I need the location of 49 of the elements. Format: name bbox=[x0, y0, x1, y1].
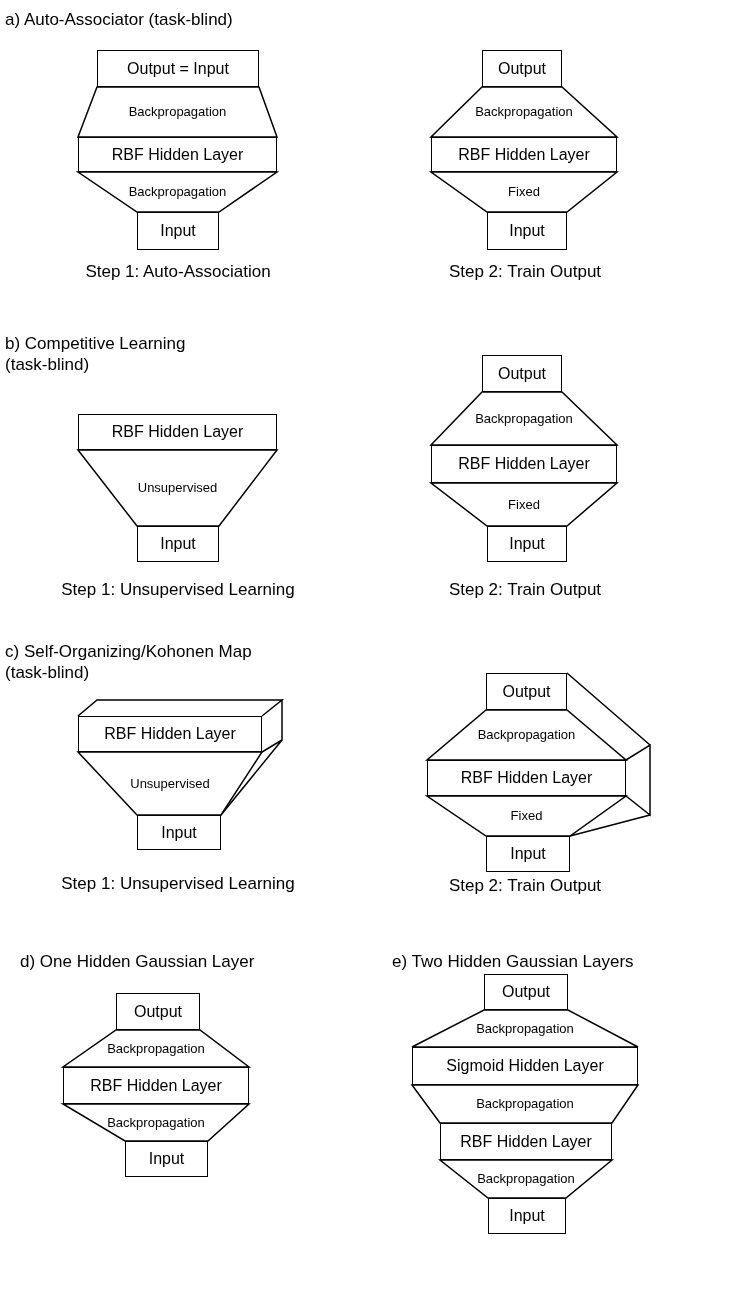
layer-box: Input bbox=[488, 1198, 566, 1234]
layer-box: RBF Hidden Layer bbox=[431, 445, 617, 483]
layer-box: RBF Hidden Layer bbox=[78, 716, 262, 752]
layer-box: Input bbox=[486, 836, 570, 872]
layer-box: Input bbox=[137, 526, 219, 562]
training-method-label: Backpropagation bbox=[106, 1040, 206, 1056]
layer-box: RBF Hidden Layer bbox=[427, 760, 626, 796]
layer-box: Input bbox=[487, 212, 567, 250]
layer-box: RBF Hidden Layer bbox=[440, 1123, 612, 1160]
section-heading: d) One Hidden Gaussian Layer bbox=[20, 951, 255, 972]
training-method-label: Backpropagation bbox=[476, 1171, 576, 1186]
step-caption: Step 1: Unsupervised Learning bbox=[60, 873, 296, 894]
training-method-label: Backpropagation bbox=[106, 1114, 206, 1130]
layer-box: Input bbox=[487, 526, 567, 562]
section-heading: b) Competitive Learning (task-blind) bbox=[5, 333, 187, 375]
layer-box: RBF Hidden Layer bbox=[78, 137, 277, 172]
step-caption: Step 1: Auto-Association bbox=[84, 261, 272, 282]
layer-box: Sigmoid Hidden Layer bbox=[412, 1047, 638, 1085]
step-caption: Step 2: Train Output bbox=[447, 261, 603, 282]
training-method-label: Unsupervised bbox=[136, 480, 219, 495]
layer-box: RBF Hidden Layer bbox=[431, 137, 617, 172]
layer-box: Output bbox=[482, 355, 562, 392]
training-method-label: Backpropagation bbox=[474, 410, 574, 426]
section-heading: c) Self-Organizing/Kohonen Map (task-blind) bbox=[5, 641, 253, 683]
layer-box: Output bbox=[116, 993, 200, 1030]
training-method-label: Backpropagation bbox=[474, 104, 574, 119]
step-caption: Step 2: Train Output bbox=[447, 875, 603, 896]
step-caption: Step 2: Train Output bbox=[447, 579, 603, 600]
section-heading: a) Auto-Associator (task-blind) bbox=[5, 9, 233, 30]
training-method-label: Backpropagation bbox=[476, 727, 577, 742]
layer-box: Input bbox=[125, 1141, 208, 1177]
step-caption: Step 1: Unsupervised Learning bbox=[60, 579, 296, 600]
training-method-label: Fixed bbox=[507, 496, 541, 512]
training-method-label: Fixed bbox=[509, 808, 544, 823]
training-method-label: Backpropagation bbox=[475, 1020, 575, 1036]
training-method-label: Fixed bbox=[507, 184, 541, 199]
training-method-label: Unsupervised bbox=[129, 775, 211, 791]
layer-box: Output = Input bbox=[97, 50, 259, 87]
layer-box: RBF Hidden Layer bbox=[63, 1067, 249, 1104]
training-method-label: Backpropagation bbox=[127, 104, 228, 119]
layer-box: Output bbox=[484, 974, 568, 1010]
layer-box: Input bbox=[137, 815, 221, 850]
section-heading: e) Two Hidden Gaussian Layers bbox=[392, 951, 634, 972]
layer-box: RBF Hidden Layer bbox=[78, 414, 277, 450]
training-method-label: Backpropagation bbox=[475, 1096, 575, 1111]
layer-box: Input bbox=[137, 212, 219, 250]
training-method-label: Backpropagation bbox=[127, 184, 228, 199]
layer-box: Output bbox=[482, 50, 562, 87]
layer-box: Output bbox=[486, 673, 567, 710]
